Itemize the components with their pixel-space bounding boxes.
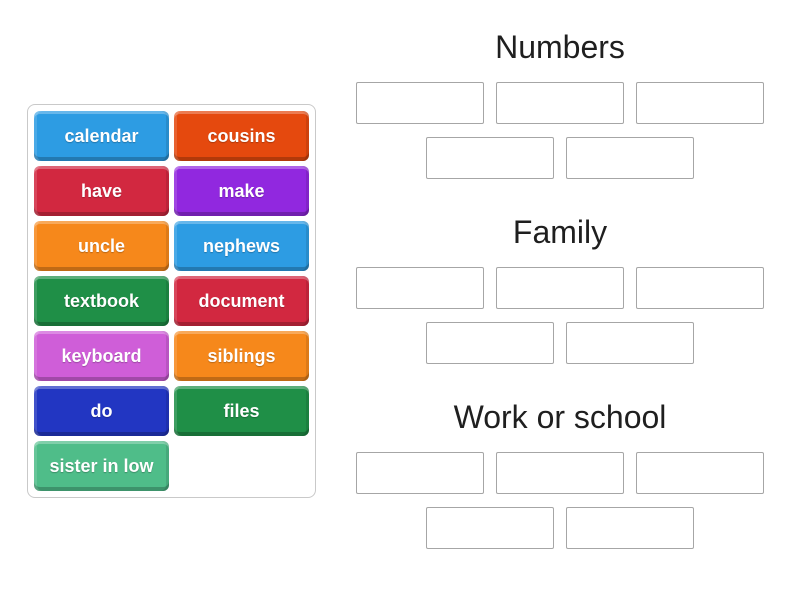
drop-slot-work-or-school-2[interactable] (496, 452, 624, 494)
drop-slot-numbers-1[interactable] (356, 82, 484, 124)
word-tile-textbook[interactable]: textbook (34, 276, 169, 326)
word-tile-do[interactable]: do (34, 386, 169, 436)
slot-row (345, 137, 775, 179)
word-tile-uncle[interactable]: uncle (34, 221, 169, 271)
drop-slot-family-4[interactable] (426, 322, 554, 364)
drop-slot-numbers-4[interactable] (426, 137, 554, 179)
drop-slot-numbers-2[interactable] (496, 82, 624, 124)
word-tile-siblings[interactable]: siblings (174, 331, 309, 381)
word-tile-files[interactable]: files (174, 386, 309, 436)
word-tile-sister-in-low[interactable]: sister in low (34, 441, 169, 491)
group-family: Family (345, 214, 775, 364)
drop-slot-work-or-school-3[interactable] (636, 452, 764, 494)
drop-slot-family-3[interactable] (636, 267, 764, 309)
group-numbers: Numbers (345, 29, 775, 179)
word-tile-keyboard[interactable]: keyboard (34, 331, 169, 381)
drop-slot-work-or-school-4[interactable] (426, 507, 554, 549)
drop-slot-work-or-school-5[interactable] (566, 507, 694, 549)
drop-slot-numbers-3[interactable] (636, 82, 764, 124)
drop-slot-family-2[interactable] (496, 267, 624, 309)
group-title: Work or school (453, 399, 667, 435)
drop-slot-family-5[interactable] (566, 322, 694, 364)
word-tile-calendar[interactable]: calendar (34, 111, 169, 161)
slot-row (345, 322, 775, 364)
group-title: Numbers (495, 29, 625, 65)
slot-row (345, 507, 775, 549)
group-work-or-school: Work or school (345, 399, 775, 549)
word-tile-document[interactable]: document (174, 276, 309, 326)
slot-row (345, 452, 775, 494)
word-tile-make[interactable]: make (174, 166, 309, 216)
word-tile-have[interactable]: have (34, 166, 169, 216)
slot-row (345, 267, 775, 309)
word-tile-nephews[interactable]: nephews (174, 221, 309, 271)
drop-slot-numbers-5[interactable] (566, 137, 694, 179)
word-tile-cousins[interactable]: cousins (174, 111, 309, 161)
group-title: Family (512, 214, 608, 250)
slot-row (345, 82, 775, 124)
drop-slot-work-or-school-1[interactable] (356, 452, 484, 494)
drop-slot-family-1[interactable] (356, 267, 484, 309)
